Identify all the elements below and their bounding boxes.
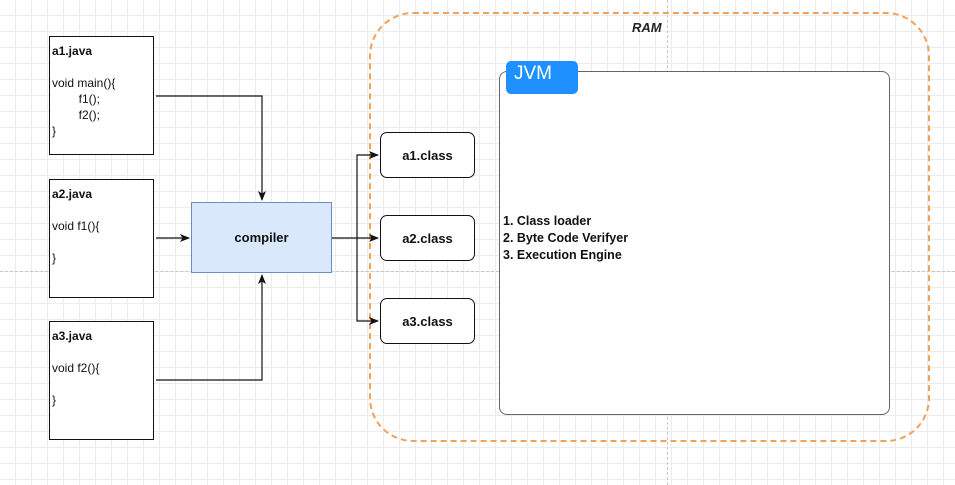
source-filename: a2.java xyxy=(52,187,93,201)
edge-compiler-to-a1class[interactable] xyxy=(332,151,379,239)
source-filename: a3.java xyxy=(52,329,93,343)
code-line: void f1(){ xyxy=(52,219,100,233)
source-file-a1[interactable]: a1.java void main(){ f1(); f2(); } xyxy=(49,36,154,155)
jvm-component-item: 1. Class loader xyxy=(503,214,592,228)
code-line: } xyxy=(52,393,57,407)
jvm-title-tab[interactable]: JVM xyxy=(506,61,578,94)
class-file-a3[interactable]: a3.class xyxy=(380,298,475,344)
class-file-a2[interactable]: a2.class xyxy=(380,215,475,261)
canvas-guide-horizontal xyxy=(0,271,955,272)
jvm-component-item: 3. Execution Engine xyxy=(503,248,622,262)
code-line: void main(){ xyxy=(52,76,116,90)
code-line: void f2(){ xyxy=(52,361,100,375)
source-code: void f2(){ } xyxy=(52,360,153,408)
jvm-component-item: 2. Byte Code Verifyer xyxy=(503,231,629,245)
edge-a1-to-compiler[interactable] xyxy=(156,95,266,201)
source-filename: a1.java xyxy=(52,44,93,58)
compiler-label: compiler xyxy=(234,230,289,245)
class-file-label: a1.class xyxy=(402,147,453,163)
edge-a3-to-compiler[interactable] xyxy=(156,274,266,381)
ram-label: RAM xyxy=(632,20,662,35)
code-line: } xyxy=(52,124,57,138)
code-line: f2(); xyxy=(52,108,101,122)
code-line: f1(); xyxy=(52,92,101,106)
compiler-node[interactable]: compiler xyxy=(191,202,332,273)
source-code: void f1(){ } xyxy=(52,218,153,266)
jvm-component-list: 1. Class loader 2. Byte Code Verifyer 3.… xyxy=(503,213,628,264)
edge-compiler-to-a3class[interactable] xyxy=(356,238,379,325)
source-code: void main(){ f1(); f2(); } xyxy=(52,75,153,139)
class-file-label: a3.class xyxy=(402,313,453,329)
code-line: } xyxy=(52,251,57,265)
ram-container[interactable] xyxy=(369,12,930,442)
source-file-a3[interactable]: a3.java void f2(){ } xyxy=(49,321,154,440)
class-file-a1[interactable]: a1.class xyxy=(380,132,475,178)
source-file-a2[interactable]: a2.java void f1(){ } xyxy=(49,179,154,298)
jvm-title: JVM xyxy=(514,63,552,84)
class-file-label: a2.class xyxy=(402,230,453,246)
jvm-container[interactable] xyxy=(499,71,890,415)
